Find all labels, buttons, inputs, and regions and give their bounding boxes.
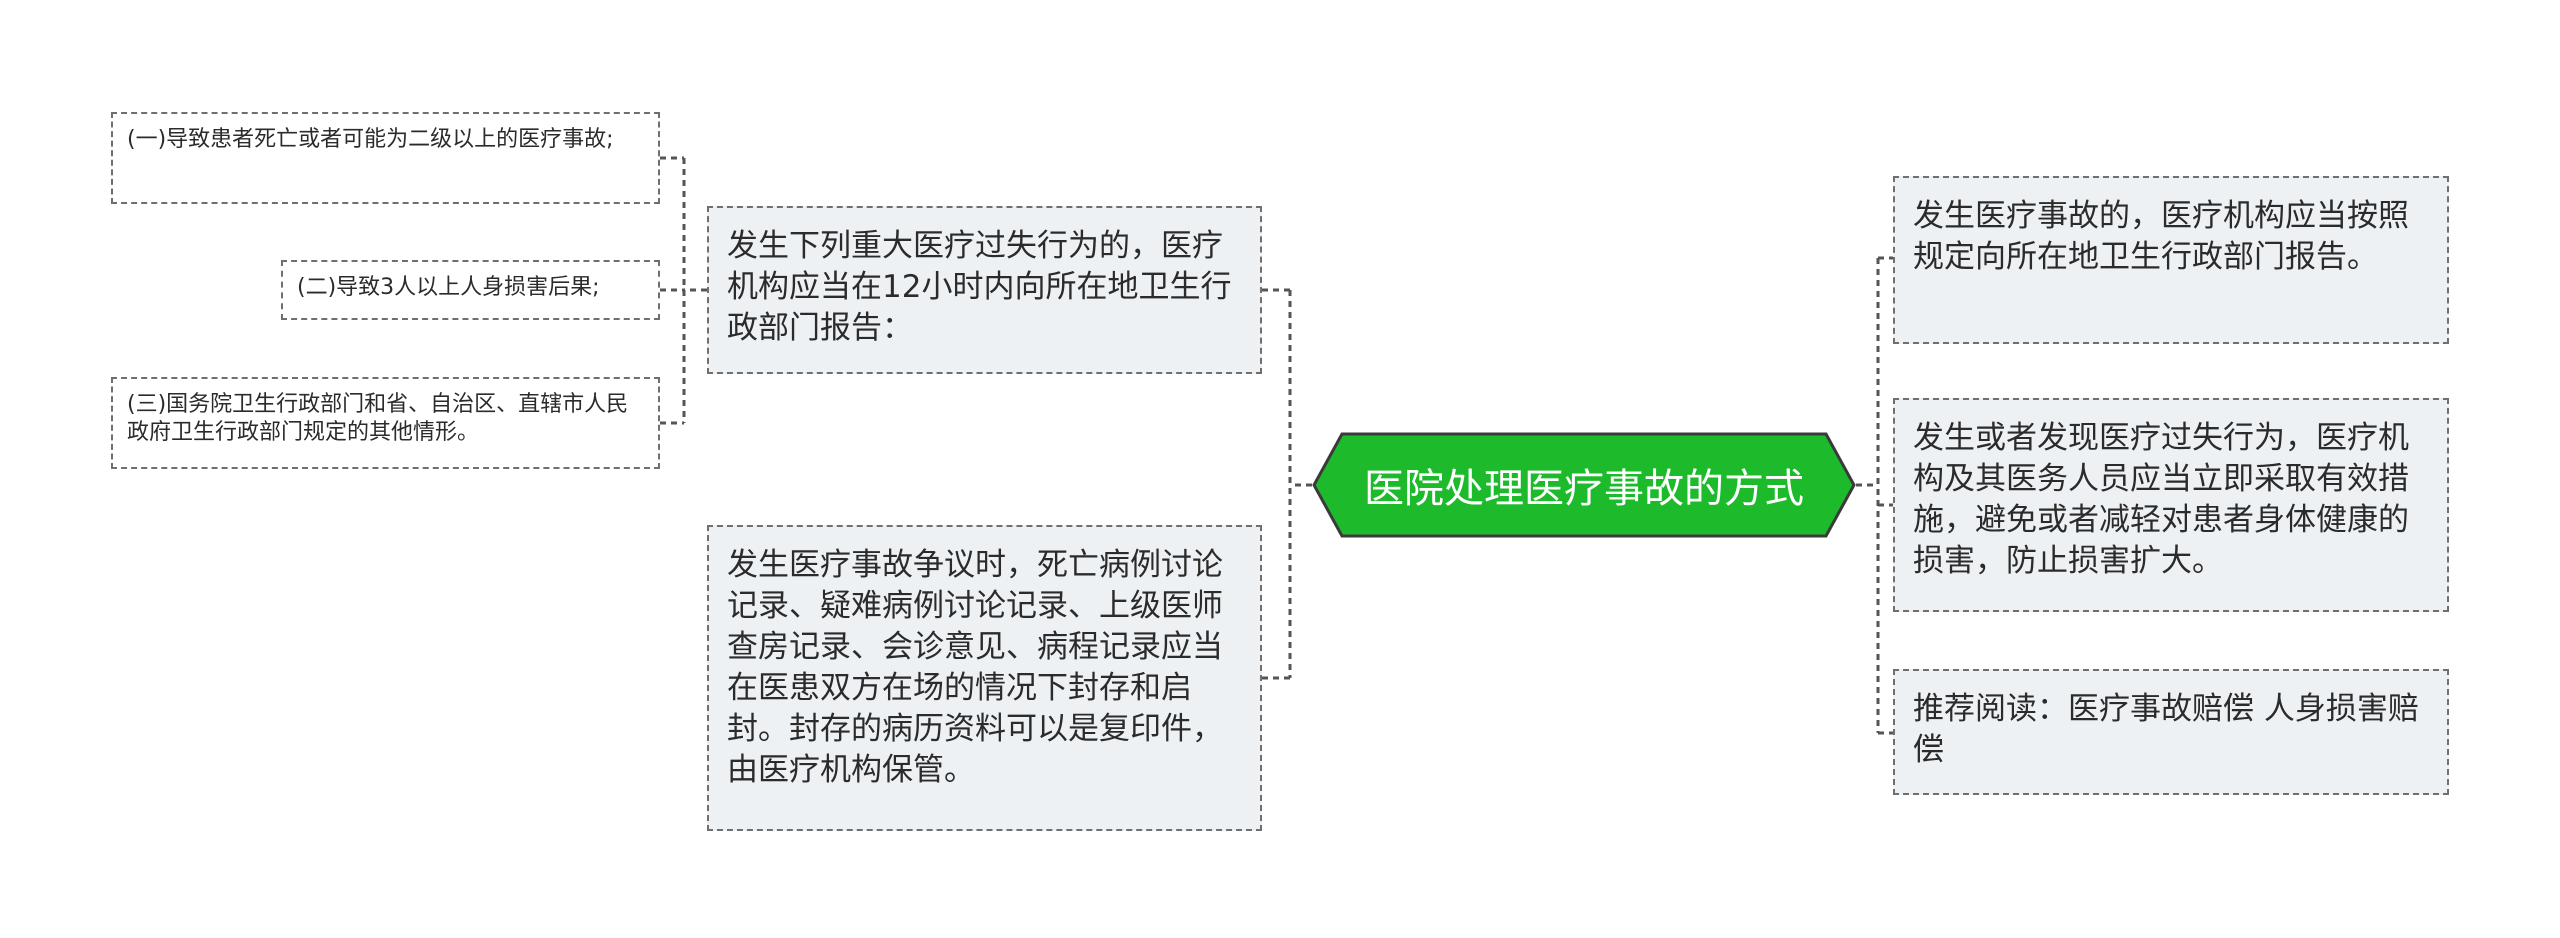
right-topic-report[interactable]: 发生医疗事故的，医疗机构应当按照规定向所在地卫生行政部门报告。 [1893,176,2449,344]
left-topic-major-negligence[interactable]: 发生下列重大医疗过失行为的，医疗机构应当在12小时内向所在地卫生行政部门报告： [707,206,1262,374]
leaf-other-situations[interactable]: (三)国务院卫生行政部门和省、自治区、直辖市人民政府卫生行政部门规定的其他情形。 [111,377,660,469]
leaf-death-or-level-two[interactable]: (一)导致患者死亡或者可能为二级以上的医疗事故; [111,112,660,204]
right-topic-recommended-reading[interactable]: 推荐阅读：医疗事故赔偿 人身损害赔偿 [1893,669,2449,795]
central-topic-shape [1312,432,1856,538]
central-topic-label: 医院处理医疗事故的方式 [1364,466,1804,512]
right-topic-immediate-measures[interactable]: 发生或者发现医疗过失行为，医疗机构及其医务人员应当立即采取有效措施，避免或者减轻… [1893,398,2449,612]
central-topic-node[interactable]: 医院处理医疗事故的方式 [1312,432,1856,538]
left-topic-dispute-sealing[interactable]: 发生医疗事故争议时，死亡病例讨论记录、疑难病例讨论记录、上级医师查房记录、会诊意… [707,525,1262,831]
leaf-three-persons-injured[interactable]: (二)导致3人以上人身损害后果; [281,260,660,320]
